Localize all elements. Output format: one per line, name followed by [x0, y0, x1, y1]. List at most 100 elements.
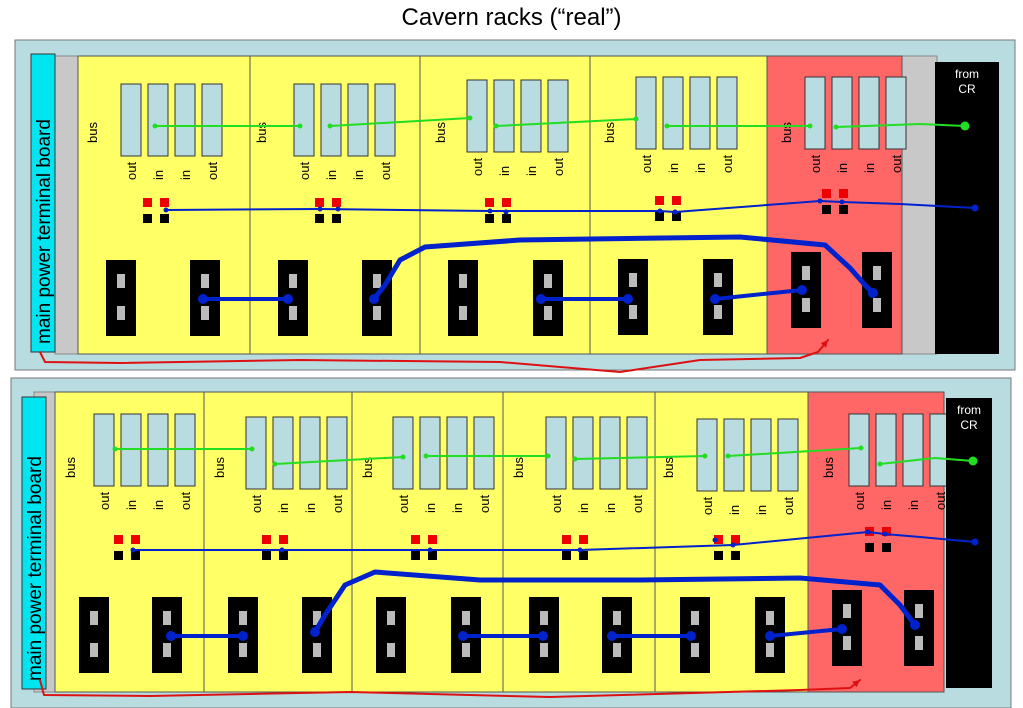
connector-black: [822, 205, 831, 214]
power-link-node: [710, 294, 720, 304]
power-slot: [843, 636, 851, 650]
connector-red: [315, 198, 324, 207]
bus-link-end: [493, 123, 499, 129]
power-slot: [387, 611, 395, 625]
module-port-label: in: [450, 503, 465, 513]
bus-module: [201, 83, 223, 157]
power-feed-arrow: [852, 680, 860, 688]
power-slot: [540, 643, 548, 657]
module-port-label: out: [808, 155, 823, 173]
connector-red: [411, 535, 420, 544]
bus-module: [120, 83, 142, 157]
module-port-label: in: [693, 163, 708, 173]
bus-module: [473, 416, 495, 490]
connector-black: [160, 214, 169, 223]
power-slot: [462, 611, 470, 625]
connector-black: [332, 214, 341, 223]
power-slot: [387, 643, 395, 657]
bus-link-end: [467, 115, 473, 121]
module-port-label: out: [330, 495, 345, 513]
bus-label: bus: [360, 457, 375, 478]
module-port-label: in: [351, 170, 366, 180]
signal-link-node: [335, 206, 341, 212]
bus-module: [858, 76, 880, 150]
connector-black: [865, 543, 874, 552]
from-cr-panel: [946, 398, 992, 688]
power-link-node: [868, 288, 878, 298]
module-port-label: in: [754, 505, 769, 515]
bus-module: [885, 76, 907, 150]
power-feed-arrow: [820, 340, 828, 348]
bus-module: [374, 83, 396, 157]
module-port-label: out: [933, 492, 948, 510]
module-port-label: out: [378, 162, 393, 180]
bus-module: [716, 76, 738, 150]
bus-link-end: [327, 123, 333, 129]
module-port-label: out: [477, 495, 492, 513]
bus-module: [599, 416, 621, 490]
bus-module: [392, 416, 414, 490]
from-cr-label: from: [955, 67, 979, 81]
bus-label: bus: [85, 122, 100, 143]
bus-module: [147, 83, 169, 157]
bus-link-end: [833, 124, 839, 130]
module-port-label: out: [700, 497, 715, 515]
bus-link-end: [633, 116, 639, 122]
bus-link: [495, 118, 637, 127]
signal-link-node: [657, 208, 663, 214]
signal-link-node: [427, 547, 433, 553]
power-slot: [239, 643, 247, 657]
module-port-label: out: [549, 495, 564, 513]
bus-module: [293, 83, 315, 157]
bus-module: [466, 79, 488, 153]
bus-label: bus: [63, 457, 78, 478]
bus-module: [520, 79, 542, 153]
module-port-label: out: [297, 162, 312, 180]
terminal-board-label: main power terminal board: [34, 119, 55, 344]
power-loop: [371, 234, 876, 302]
signal-link-node: [712, 537, 718, 543]
module-port-label: out: [720, 155, 735, 173]
connector-red: [562, 535, 571, 544]
power-supply: [79, 597, 109, 673]
module-port-label: in: [178, 170, 193, 180]
bus-link-end: [152, 123, 158, 129]
power-slot: [289, 306, 297, 320]
power-slot: [714, 305, 722, 319]
signal-link-node: [163, 207, 169, 213]
bus-label: bus: [779, 122, 794, 143]
module-port-label: in: [524, 166, 539, 176]
cr-signal-endpoint: [971, 204, 979, 212]
power-slot: [540, 611, 548, 625]
power-link-node: [623, 294, 633, 304]
connector-black: [411, 551, 420, 560]
bus-module: [347, 83, 369, 157]
module-port-label: in: [879, 500, 894, 510]
power-slot: [629, 273, 637, 287]
bus-link: [574, 455, 706, 460]
signal-link-node: [839, 199, 845, 205]
bus-module: [572, 416, 594, 490]
signal-link-node: [130, 547, 136, 553]
cr-signal-endpoint: [971, 538, 979, 546]
signal-link-node: [882, 531, 888, 537]
power-slot: [373, 274, 381, 288]
signal-link-node: [317, 206, 323, 212]
connector-red: [839, 189, 848, 198]
power-slot: [714, 273, 722, 287]
bus-module: [326, 416, 348, 490]
power-link: [768, 627, 844, 638]
connector-black: [131, 551, 140, 560]
connector-black: [114, 551, 123, 560]
power-slot: [289, 274, 297, 288]
connector-red: [262, 535, 271, 544]
module-port-label: in: [303, 503, 318, 513]
connector-black: [714, 551, 723, 560]
bus-label: bus: [661, 457, 676, 478]
module-port-label: in: [497, 166, 512, 176]
bus-module: [804, 76, 826, 150]
bus-module: [848, 413, 870, 487]
signal-link-node: [487, 208, 493, 214]
module-port-label: in: [151, 500, 166, 510]
module-port-label: out: [889, 155, 904, 173]
